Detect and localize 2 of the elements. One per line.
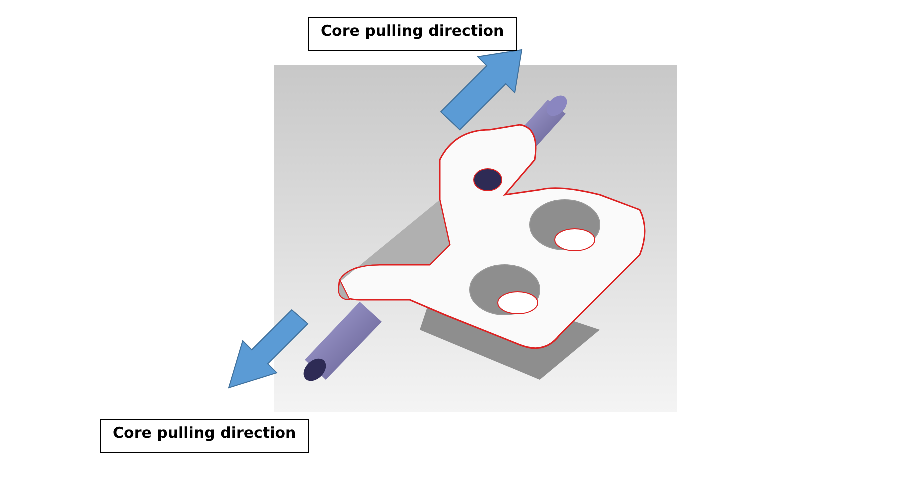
label-box: Core pulling direction bbox=[308, 17, 518, 51]
label-box: Core pulling direction bbox=[100, 419, 310, 453]
